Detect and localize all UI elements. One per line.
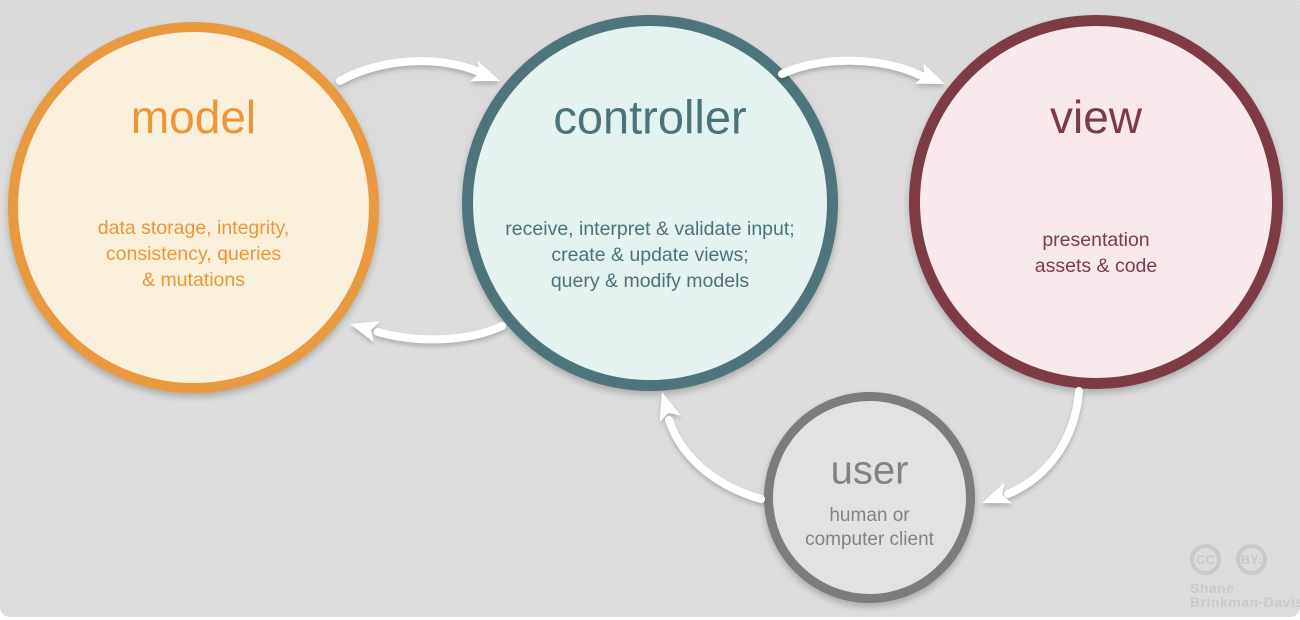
model-node-description: data storage, integrity, consistency, qu… <box>18 215 369 293</box>
model-node-title: model <box>130 91 257 143</box>
author-name: Shane Brinkman-Davis <box>1190 581 1300 609</box>
cc-by-icon: BY: <box>1236 544 1267 575</box>
controller-desc-line: create & update views; <box>551 244 749 266</box>
cc-icon: CC <box>1190 544 1221 575</box>
controller-node-title: controller <box>553 90 747 144</box>
arrow-model-to-controller <box>336 57 500 85</box>
controller-desc-line: receive, interpret & validate input; <box>505 218 795 240</box>
arrow-controller-to-model <box>350 321 506 344</box>
model-desc-line: & mutations <box>142 269 245 291</box>
author-name-line1: Shane <box>1190 580 1235 596</box>
view-desc-line: assets & code <box>1034 255 1158 277</box>
user-desc-line: human or <box>829 505 910 526</box>
view-node-title: view <box>1049 91 1143 143</box>
model-desc-line: consistency, queries <box>105 243 282 265</box>
cc-attribution: CC BY: Shane Brinkman-Davis <box>1190 544 1300 609</box>
view-node-description: presentation assets & code <box>920 227 1272 279</box>
author-name-line2: Brinkman-Davis <box>1190 594 1300 610</box>
view-node: view presentation assets & code <box>909 15 1283 389</box>
controller-node: controller receive, interpret & validate… <box>462 15 838 391</box>
model-desc-line: data storage, integrity, <box>97 217 290 239</box>
model-node: model data storage, integrity, consisten… <box>8 22 379 393</box>
view-desc-line: presentation <box>1042 229 1150 251</box>
cc-badges: CC BY: <box>1190 544 1300 575</box>
user-node-description: human or computer client <box>773 504 966 552</box>
user-node: user human or computer client <box>764 392 975 603</box>
arrow-view-to-user <box>982 387 1083 504</box>
user-node-title: user <box>830 448 909 493</box>
controller-node-description: receive, interpret & validate input; cre… <box>473 216 827 294</box>
controller-desc-line: query & modify models <box>550 270 750 292</box>
arrow-user-to-controller <box>659 392 765 503</box>
user-desc-line: computer client <box>805 529 934 550</box>
